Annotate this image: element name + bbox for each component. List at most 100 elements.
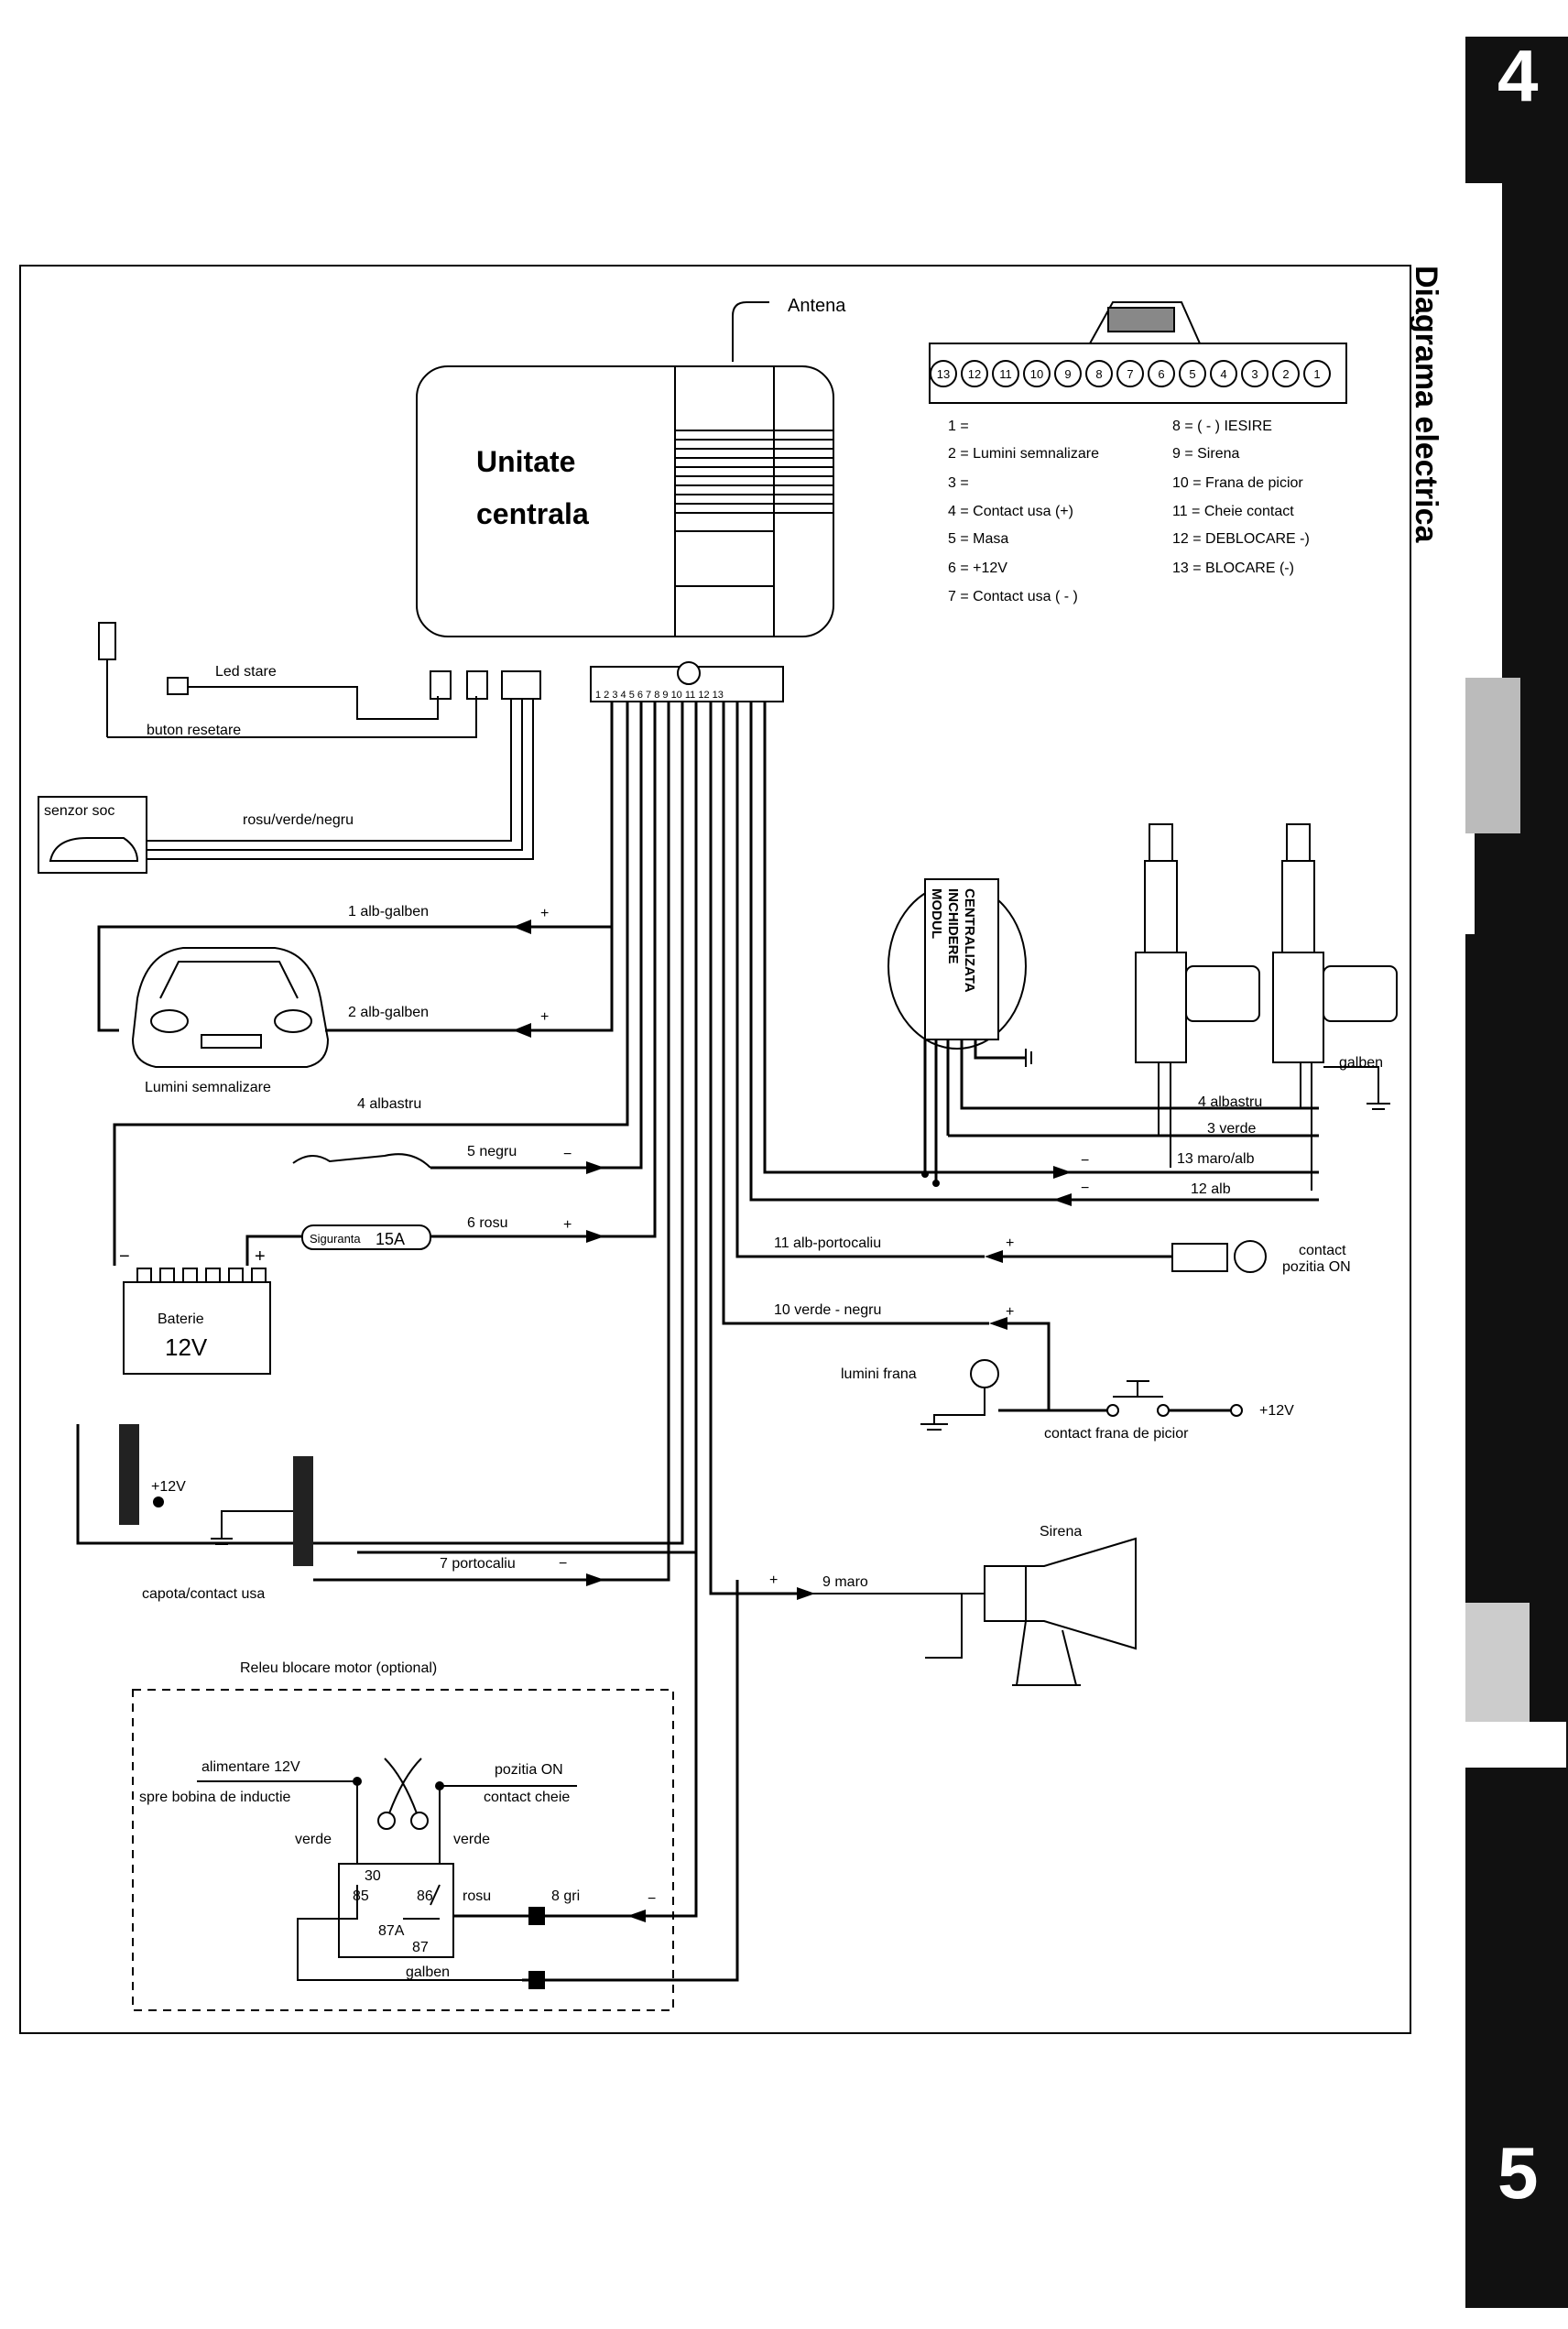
connector-pin: [930, 360, 957, 387]
signal-lights: 1 alb-galben + 2 alb-galben + Lumini sem…: [97, 904, 549, 1095]
relay-galben-label: galben: [406, 1964, 450, 1980]
connector-pin: [1272, 360, 1300, 387]
module-line1: MODUL: [929, 888, 944, 939]
lock-actuator-2: [1272, 823, 1398, 1191]
pin-legend-right-11: 11 = Cheie contact: [1172, 504, 1294, 519]
fuse-label: Siguranta: [310, 1232, 361, 1246]
wire-6-label: 6 rosu: [467, 1215, 507, 1231]
ignition-label-1: contact: [1299, 1243, 1346, 1258]
wire-1-sign: +: [540, 906, 549, 921]
wire-9-sign: +: [769, 1573, 778, 1588]
relay-section: Releu blocare motor (optional) alimentar…: [132, 1580, 739, 2011]
siren-label: Sirena: [1040, 1524, 1082, 1540]
relay-gri-sign: −: [648, 1891, 656, 1907]
pin-legend-right-10: 10 = Frana de picior: [1172, 475, 1303, 491]
wire-6-sign: +: [563, 1217, 572, 1233]
wire-11-sign: +: [1006, 1235, 1014, 1251]
shock-sensor-label: senzor soc: [44, 803, 114, 819]
connector-pin-number: 13: [937, 367, 950, 381]
connector-pin-number: 4: [1220, 367, 1226, 381]
lights-label: Lumini semnalizare: [145, 1080, 271, 1095]
relay-gri-label: 8 gri: [551, 1888, 580, 1904]
relay-rosu-label: rosu: [463, 1888, 491, 1904]
relay-verde-left: verde: [295, 1832, 332, 1847]
connector-pin-number: 3: [1251, 367, 1258, 381]
central-unit-line2: centrala: [476, 497, 589, 530]
battery-section: 4 albastru 5 negru − 6 rosu + Siguranta …: [119, 1096, 604, 1375]
wire-5-label: 5 negru: [467, 1144, 517, 1159]
connector-pin: [1023, 360, 1051, 387]
pin-legend-right-13: 13 = BLOCARE (-): [1172, 560, 1294, 576]
connector-pin: [1241, 360, 1269, 387]
module-line3: CENTRALIZATA: [962, 888, 977, 993]
diagram-frame: [19, 265, 1411, 2034]
connector-pin: [1210, 360, 1237, 387]
inputs-outputs-right: 11 alb-portocaliu + contact pozitia ON 1…: [769, 1235, 1351, 1686]
brake-switch-label: contact frana de picior: [1044, 1426, 1189, 1442]
reset-button-label: buton resetare: [147, 723, 241, 738]
pin-legend-left-3: 3 =: [948, 475, 969, 491]
section-number-4: 4: [1497, 35, 1539, 116]
connector-pin: [961, 360, 988, 387]
connector-pin-number: 8: [1095, 367, 1102, 381]
page-title-vertical: Diagrama electrica: [1409, 266, 1443, 543]
connector-pin-number: 7: [1127, 367, 1133, 381]
pin-legend-right-9: 9 = Sirena: [1172, 446, 1239, 462]
fuse-rating: 15A: [376, 1230, 405, 1248]
unit-connector-pins: 1 2 3 4 5 6 7 8 9 10 11 12 13: [595, 690, 724, 701]
lock-wire-13-sign: −: [1081, 1153, 1089, 1169]
pin-legend-left-4: 4 = Contact usa (+): [948, 504, 1073, 519]
connector-pin-number: 6: [1158, 367, 1164, 381]
connector-pin-number: 1: [1313, 367, 1320, 381]
wire-2-sign: +: [540, 1009, 549, 1025]
unit-connector: 1 2 3 4 5 6 7 8 9 10 11 12 13: [590, 661, 784, 702]
wire-9-label: 9 maro: [822, 1574, 868, 1590]
battery-minus: −: [119, 1246, 130, 1267]
galben-label: galben: [1339, 1055, 1383, 1071]
wire-2-label: 2 alb-galben: [348, 1005, 429, 1020]
module-line2: INCHIDERE: [945, 888, 961, 964]
connector-pin-number: 5: [1189, 367, 1195, 381]
wire-1-label: 1 alb-galben: [348, 904, 429, 920]
pin-legend-right-8: 8 = ( - ) IESIRE: [1172, 419, 1272, 434]
brake-light-label: lumini frana: [841, 1366, 917, 1382]
connector-pin: [1148, 360, 1175, 387]
led-status-label: Led stare: [215, 664, 277, 680]
relay-pin-87: 87: [412, 1940, 429, 1955]
pin-legend-left-2: 2 = Lumini semnalizare: [948, 446, 1099, 462]
lock-wire-12-label: 12 alb: [1191, 1181, 1231, 1197]
lock-wire-13-label: 13 maro/alb: [1177, 1151, 1255, 1167]
relay-supply-label: alimentare 12V: [201, 1759, 300, 1775]
lock-actuator-1: [1135, 823, 1260, 1168]
lock-wire-3-label: 3 verde: [1207, 1121, 1256, 1137]
pin-legend-left-5: 5 = Masa: [948, 531, 1008, 547]
ignition-label-2: pozitia ON: [1282, 1259, 1351, 1275]
wire-7-label: 7 portocaliu: [440, 1556, 516, 1572]
relay-pin-86: 86: [417, 1888, 433, 1904]
wire-7-sign: −: [559, 1556, 567, 1572]
connector-pin-number: 11: [999, 367, 1012, 381]
connector-pin: [1085, 360, 1113, 387]
wire-5-sign: −: [563, 1147, 572, 1162]
led-reset-group: Led stare buton resetare senzor soc rosu…: [38, 622, 541, 874]
brake-plus12v-label: +12V: [1259, 1403, 1294, 1419]
shock-sensor-wires-label: rosu/verde/negru: [243, 812, 354, 828]
relay-pin-85: 85: [353, 1888, 369, 1904]
lock-wire-12-sign: −: [1081, 1181, 1089, 1196]
connector-pin-number: 9: [1064, 367, 1071, 381]
relay-pin-30: 30: [365, 1868, 381, 1884]
connector-pin: [1054, 360, 1082, 387]
antenna-label: Antena: [788, 296, 846, 316]
hood-door-label: capota/contact usa: [142, 1586, 265, 1602]
connector-pin: [1116, 360, 1144, 387]
wire-10-label: 10 verde - negru: [774, 1302, 881, 1318]
wire-4-label: 4 albastru: [357, 1096, 421, 1112]
relay-title: Releu blocare motor (optional): [240, 1660, 437, 1676]
relay-on-label: pozitia ON: [495, 1762, 563, 1778]
pin-legend-left-6: 6 = +12V: [948, 560, 1007, 576]
battery-plus: +: [255, 1246, 266, 1267]
main-wires: [113, 702, 1319, 1918]
